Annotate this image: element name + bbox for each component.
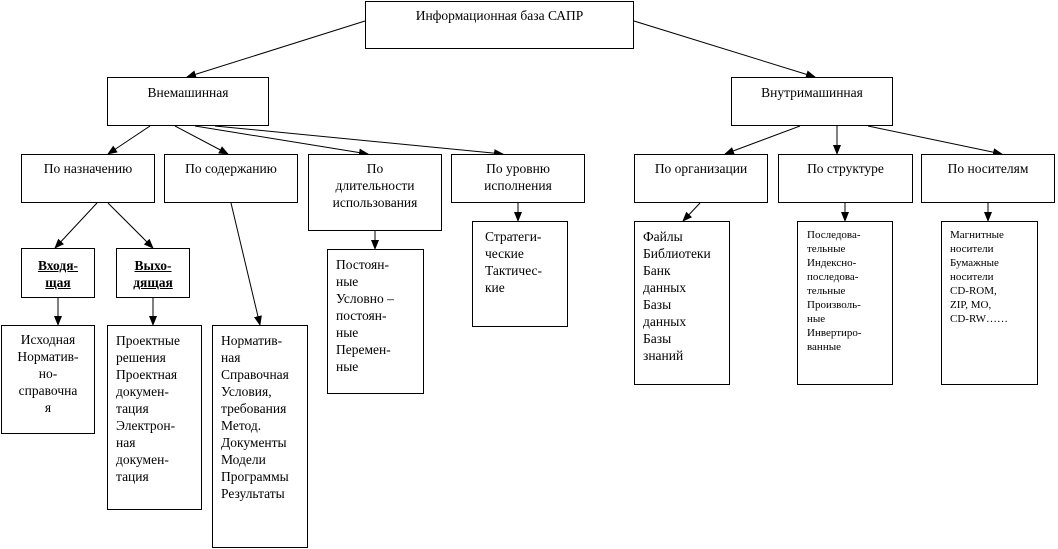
- level-items-node: [472, 221, 568, 327]
- organization-items: Файлы Библиотеки Банк данных Базы данных…: [643, 229, 711, 363]
- media-items: Магнитные носители Бумажные носители CD-…: [950, 229, 1009, 325]
- external-label: Внемашинная: [147, 85, 229, 100]
- by-level-node: [451, 154, 585, 203]
- edge-external-by-content: [174, 125, 229, 155]
- content-items-node: [212, 325, 308, 548]
- edge-internal-by-organization: [724, 125, 801, 155]
- external-node: [107, 77, 269, 126]
- internal-node: [731, 77, 893, 126]
- by-media-node: [921, 154, 1055, 203]
- edge-root-internal: [633, 20, 816, 79]
- internal-label: Внутримашинная: [761, 85, 863, 100]
- media-items-node: [941, 221, 1038, 385]
- edge-external-by-level: [214, 125, 504, 158]
- edge-content-items: [230, 202, 262, 326]
- by-purpose-label: По назначению: [43, 161, 133, 176]
- input-node: [21, 248, 95, 298]
- input-items-node: [1, 325, 95, 434]
- organization-items-node: [634, 221, 730, 385]
- edge-organization-items: [682, 202, 701, 222]
- by-content-label: По содержанию: [185, 161, 277, 176]
- by-level-label: По уровню исполнения: [484, 161, 552, 193]
- duration-items-node: [327, 249, 424, 394]
- edge-external-by-duration: [194, 125, 369, 157]
- by-organization-node: [634, 154, 768, 203]
- by-duration-node: [308, 154, 442, 231]
- by-structure-node: [778, 154, 913, 203]
- root-node: [365, 1, 634, 49]
- structure-items: Последова- тельные Индексно- последова- …: [807, 229, 862, 353]
- by-organization-label: По организации: [654, 161, 748, 176]
- edge-purpose-input: [54, 202, 98, 249]
- output-items-node: [107, 325, 202, 510]
- input-items: Исходная Норматив- но- справочна я: [17, 332, 79, 415]
- by-content-node: [164, 154, 298, 203]
- edge-external-by-purpose: [107, 125, 151, 155]
- output-node: [116, 248, 190, 298]
- root-label: Информационная база САПР: [415, 8, 584, 23]
- output-label: Выхо- дящая: [133, 258, 173, 290]
- by-media-label: По носителям: [947, 161, 1029, 176]
- duration-items: Постоян- ные Условно – постоян- ные Пере…: [336, 257, 394, 374]
- level-items: Стратеги- ческие Тактичес- кие: [485, 229, 543, 295]
- by-duration-label: По длительности использования: [332, 161, 418, 210]
- structure-items-node: [797, 221, 893, 385]
- edge-purpose-output: [107, 202, 154, 249]
- edge-root-external: [186, 20, 366, 79]
- by-purpose-node: [21, 154, 155, 203]
- content-items: Норматив- ная Справочная Условия, требов…: [221, 333, 289, 501]
- input-label: Входя- щая: [37, 258, 79, 290]
- edge-internal-by-media: [867, 125, 1003, 157]
- output-items: Проектные решения Проектная докумен- тац…: [116, 333, 180, 484]
- by-structure-label: По структуре: [807, 161, 884, 176]
